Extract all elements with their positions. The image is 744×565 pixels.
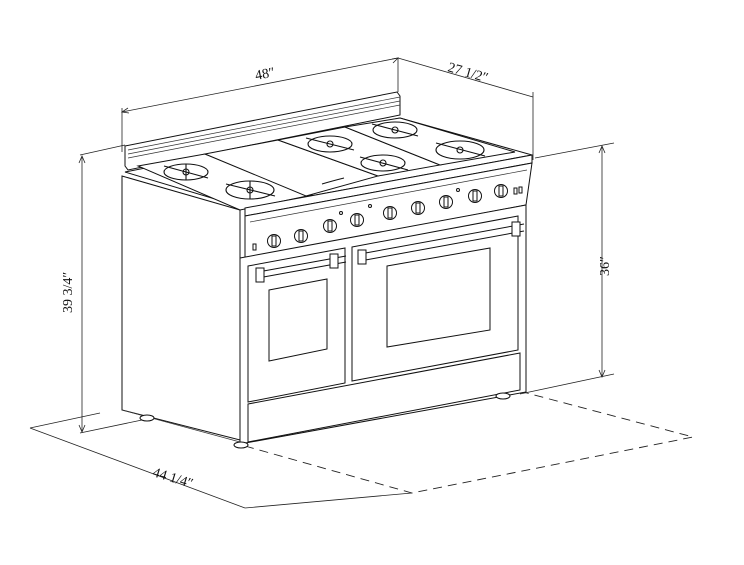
burner-grate-right bbox=[343, 117, 516, 166]
range-side-panel bbox=[121, 175, 241, 441]
dimension-depth bbox=[397, 57, 534, 160]
oven-handle-right[interactable] bbox=[357, 221, 525, 265]
foot-rear-left bbox=[139, 414, 155, 422]
oven-door-left bbox=[247, 247, 347, 403]
dimension-open-door-depth bbox=[29, 412, 413, 509]
footprint-outline bbox=[244, 391, 694, 494]
knob-3[interactable] bbox=[323, 219, 337, 233]
overall-height-label: 39 3/4″ bbox=[61, 272, 76, 313]
knob-4[interactable] bbox=[350, 213, 364, 227]
dimension-overall-height bbox=[78, 144, 143, 434]
knob-5[interactable] bbox=[383, 206, 397, 220]
backguard bbox=[124, 91, 401, 171]
kick-plate bbox=[247, 352, 521, 443]
open-door-depth-label: 44 1/4″ bbox=[151, 465, 195, 491]
burner-grate-left bbox=[136, 153, 314, 211]
knob-1[interactable] bbox=[267, 234, 281, 248]
knob-7[interactable] bbox=[439, 195, 453, 209]
knob-8[interactable] bbox=[468, 189, 482, 203]
depth-label: 27 1/2″ bbox=[446, 60, 490, 86]
width-label: 48″ bbox=[254, 65, 276, 84]
knob-2[interactable] bbox=[294, 229, 308, 243]
foot-front-left bbox=[233, 441, 249, 449]
knobs bbox=[252, 184, 523, 251]
knob-9[interactable] bbox=[494, 184, 508, 198]
dimension-cooktop-height bbox=[519, 142, 615, 395]
foot-front-right bbox=[495, 392, 511, 400]
knob-6[interactable] bbox=[411, 201, 425, 215]
oven-door-right bbox=[351, 215, 525, 382]
oven-handle-left[interactable] bbox=[255, 253, 347, 283]
cooktop-height-label: 36″ bbox=[598, 256, 613, 276]
